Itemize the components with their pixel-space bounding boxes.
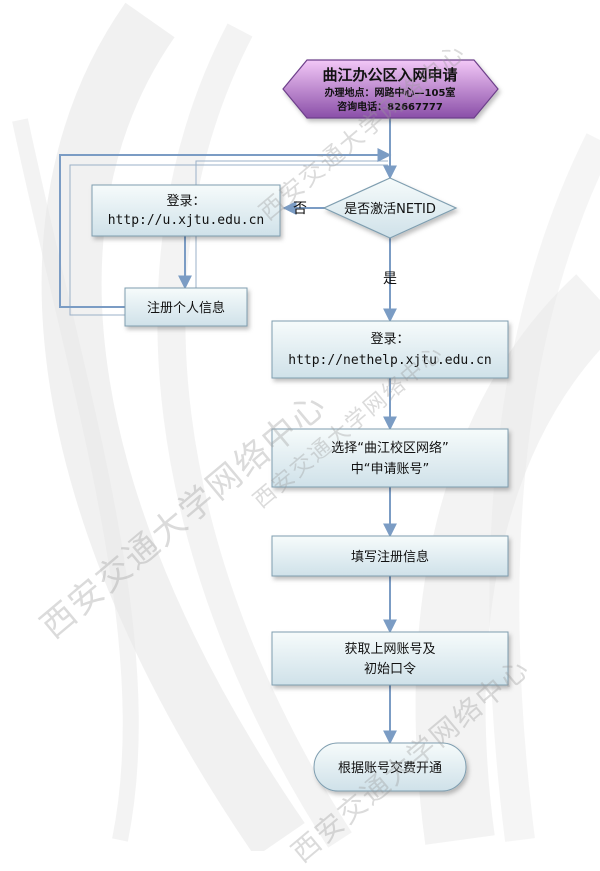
select-line1: 选择“曲江校区网络” xyxy=(331,440,448,456)
register-node: 注册个人信息 xyxy=(124,287,248,327)
header-title: 曲江办公区入网申请 xyxy=(322,66,457,84)
decision-node: 是否激活NETID xyxy=(322,177,458,239)
login-left-line1: 登录： xyxy=(166,194,205,209)
header-line1: 办理地点：网路中心—105室 xyxy=(325,86,456,99)
final-node: 根据账号交费开通 xyxy=(313,742,467,792)
branch-no-label: 否 xyxy=(293,201,307,217)
select-node: 选择“曲江校区网络” 中“申请账号” xyxy=(271,428,509,488)
header-line2: 咨询电话：82667777 xyxy=(337,100,443,113)
header-node: 曲江办公区入网申请 办理地点：网路中心—105室 咨询电话：82667777 xyxy=(282,59,499,119)
fill-node: 填写注册信息 xyxy=(271,535,509,577)
flowchart: 曲江办公区入网申请 办理地点：网路中心—105室 咨询电话：82667777 是… xyxy=(12,2,600,851)
login-left-line2: http://u.xjtu.edu.cn xyxy=(108,213,265,228)
login-main-line2: http://nethelp.xjtu.edu.cn xyxy=(288,353,492,368)
register-label: 注册个人信息 xyxy=(147,300,225,316)
fill-label: 填写注册信息 xyxy=(351,549,429,565)
select-line2: 中“申请账号” xyxy=(351,462,429,477)
login-main-node: 登录： http://nethelp.xjtu.edu.cn xyxy=(271,320,509,379)
background-swoosh xyxy=(12,2,600,851)
loop-frame-lines xyxy=(69,160,388,316)
login-main-line1: 登录： xyxy=(370,332,409,347)
obtain-node: 获取上网账号及 初始口令 xyxy=(271,631,509,686)
branch-yes-label: 是 xyxy=(383,271,397,287)
obtain-line1: 获取上网账号及 xyxy=(344,642,435,657)
final-label: 根据账号交费开通 xyxy=(338,760,442,776)
obtain-line2: 初始口令 xyxy=(364,662,416,677)
decision-label: 是否激活NETID xyxy=(344,202,436,217)
connectors xyxy=(59,118,397,745)
login-left-node: 登录： http://u.xjtu.edu.cn xyxy=(91,184,281,237)
arrow-register-loop-back xyxy=(59,148,392,308)
